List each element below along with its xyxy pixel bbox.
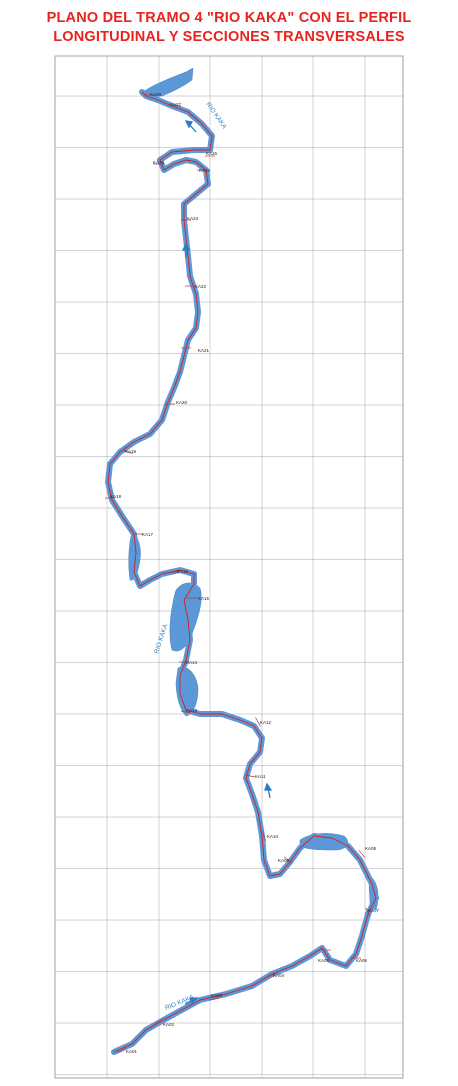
flow-arrow-icon [264,782,273,799]
cross-section-label: KA22 [195,284,207,289]
cross-section-label: KA09 [278,858,290,863]
cross-section-line [181,710,191,714]
cross-section-mark: KA19 [123,449,137,455]
cross-section-mark: KA15 [187,596,210,601]
cross-section-mark: KA09 [278,856,293,864]
cross-section-label: KA10 [267,834,279,839]
cross-section-mark: KA25 [153,160,165,165]
cross-section-mark: KA02 [153,1019,175,1027]
cross-section-label: KA14 [186,660,198,665]
cross-section-label: KA06 [356,958,368,963]
cross-section-label: KA04 [273,973,285,978]
cross-section-mark: KA13 [181,708,198,714]
cross-section-mark: KA06 [351,957,368,963]
cross-section-mark: KA21 [181,347,210,353]
cross-section-mark: KA16 [171,569,189,575]
flow-arrow-icon [181,242,191,258]
cross-section-label: KA03 [211,993,223,998]
cross-section-mark: KA20 [165,400,188,405]
coordinate-grid [55,56,403,1078]
cross-section-label: KA17 [142,532,154,537]
cross-section-mark: KA07 [365,907,380,917]
cross-section-mark: KA05 [318,949,331,963]
cross-section-label: KA27 [170,102,182,107]
cross-section-mark: KA17 [133,532,154,537]
cross-section-mark: KA23 [181,216,199,221]
cross-section-mark: KA24 [197,168,211,173]
cross-section-label: KA23 [187,216,199,221]
cross-section-line [255,717,261,727]
cross-section-label: KA16 [177,569,189,574]
cross-section-label: KA15 [198,596,210,601]
flow-arrow-icon [184,120,197,133]
cross-section-mark: KA04 [269,971,285,978]
cross-section-label: KA01 [126,1049,138,1054]
cross-section-label: KA25 [153,160,165,165]
cross-section-line [365,907,371,917]
cross-section-label: KA21 [198,348,210,353]
cross-section-mark: KA08 [358,846,377,859]
cross-section-label: KA26 [206,151,218,156]
cross-section-mark: KA14 [179,660,198,665]
cross-section-mark: KA28 [145,92,162,97]
cross-section-label: KA11 [255,774,266,779]
map-title-line-2: LONGITUDINAL Y SECCIONES TRANSVERSALES [53,29,405,45]
river-centerline [107,91,377,1053]
cross-section-mark: KA12 [255,717,272,727]
cross-section-mark: KA26 [205,151,218,157]
cross-section-label: KA28 [150,92,162,97]
flow-arrows [181,120,273,1005]
map-title-line-1: PLANO DEL TRAMO 4 "RIO KAKA" CON EL PERF… [46,10,412,26]
water-surface [128,67,379,911]
cross-section-label: KA13 [186,708,198,713]
cross-section-line [123,449,133,455]
cross-section-mark: KA18 [105,494,122,499]
cross-section-mark: KA11 [245,774,266,779]
flow-arrow-icon [184,997,199,1005]
cross-section-line [153,1019,163,1025]
cross-section-line [269,971,279,977]
cross-section-mark: KA01 [117,1047,138,1054]
map-frame [54,55,404,1079]
cross-section-label: KA02 [163,1022,175,1027]
cross-section-line [245,774,255,778]
cross-section-label: KA05 [318,958,330,963]
river-name-label-middle: RIO KAKA [153,623,169,655]
cross-section-label: KA19 [125,449,137,454]
river-name-label-upper: RIO KAKA [204,101,228,131]
cross-section-mark: KA22 [185,284,207,289]
cross-section-line [358,849,366,859]
cross-section-mark: KA27 [170,102,182,107]
cross-section-label: KA07 [368,908,380,913]
cross-section-label: KA18 [110,494,122,499]
cross-section-label: KA08 [365,846,377,851]
cross-section-mark: KA03 [209,993,223,1001]
cross-section-label: KA12 [260,720,272,725]
cross-section-line [209,997,219,1001]
river-channel [105,89,379,1055]
cross-section-line [117,1047,127,1053]
cross-section-label: KA24 [199,168,211,173]
cross-section-mark: KA10 [261,831,279,841]
cross-section-label: KA20 [176,400,188,405]
cross-section-line [171,569,181,575]
cross-section-line [283,856,293,864]
cross-section-line [261,831,267,841]
